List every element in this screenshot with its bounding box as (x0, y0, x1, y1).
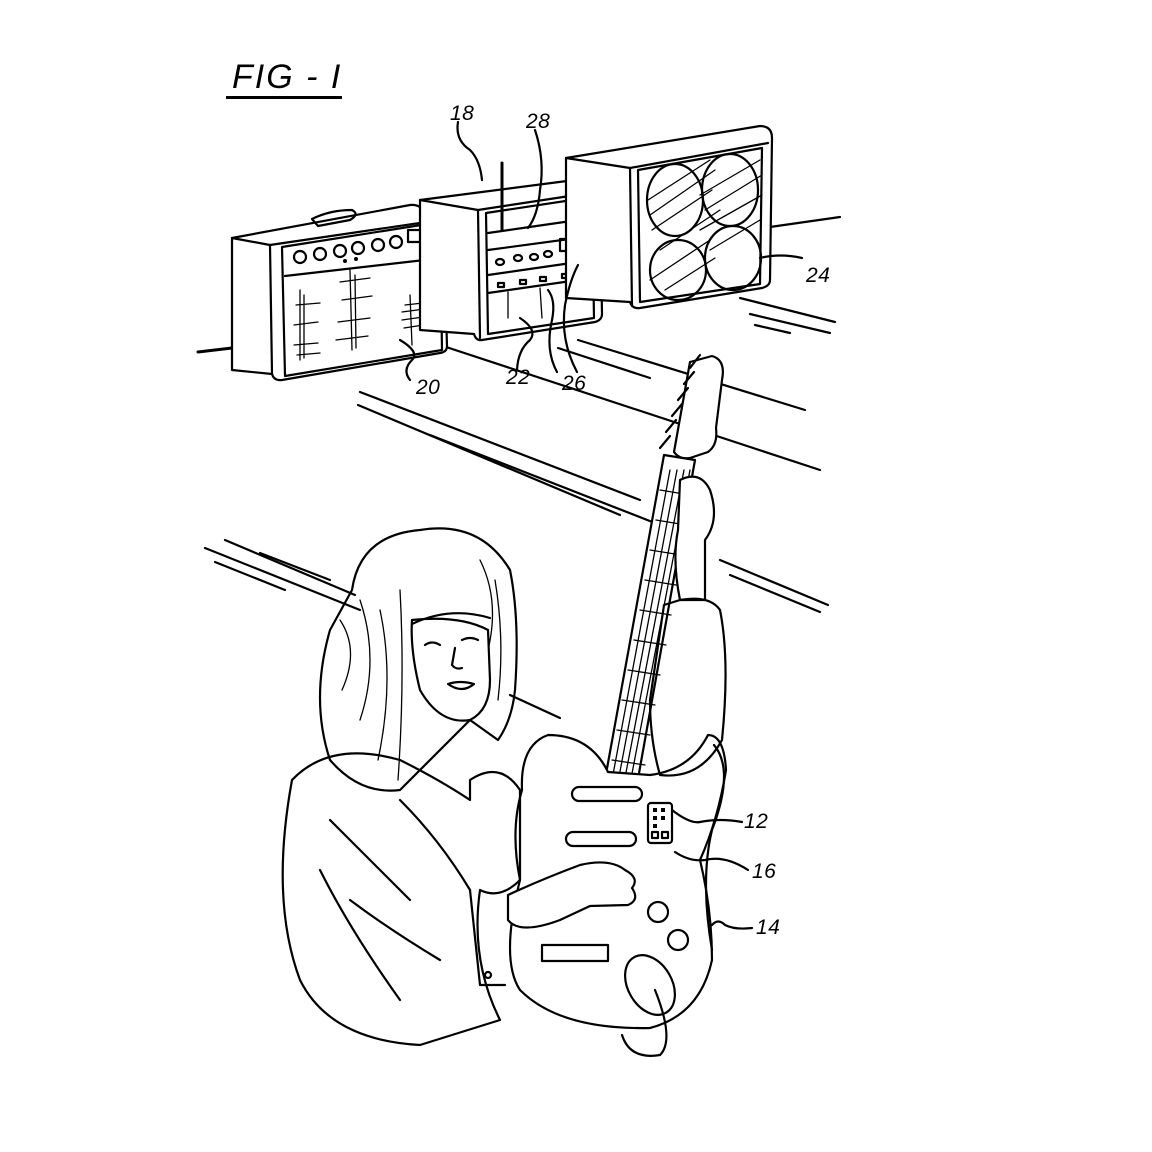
speaker-cabinet (564, 124, 774, 310)
ref-numeral-26: 26 (562, 372, 587, 395)
fretting-hand (674, 475, 716, 602)
tone-knob (666, 928, 690, 952)
shirt (281, 752, 522, 1047)
ref-numeral-20: 20 (416, 376, 441, 399)
leader-lines (398, 120, 804, 930)
combo-amplifier (230, 203, 449, 382)
jack-plate (624, 954, 676, 1016)
electric-guitar (508, 353, 728, 1057)
ref-numeral-12: 12 (744, 810, 769, 833)
bridge-saddle (540, 943, 610, 963)
headband (410, 612, 492, 626)
effects-rack (418, 161, 604, 342)
amp-knobs (292, 228, 428, 265)
guitar-cable (620, 988, 668, 1057)
speaker-cones (645, 152, 763, 302)
remote-control-unit (646, 801, 674, 845)
ref-numeral-16: 16 (752, 860, 777, 883)
figure-title-underline (226, 96, 342, 99)
ref-numeral-28: 28 (526, 110, 551, 133)
face (410, 617, 492, 722)
picking-hand (506, 861, 637, 929)
neck-pickup (570, 785, 644, 803)
rack-knobs (494, 249, 570, 289)
ref-numeral-22: 22 (506, 366, 531, 389)
shirt-cuff (468, 888, 507, 987)
ref-numeral-18: 18 (450, 102, 475, 125)
amp-grille-hatching (293, 269, 433, 361)
ref-numeral-24: 24 (806, 264, 831, 287)
bridge-pickup (564, 830, 638, 848)
volume-knob (646, 900, 670, 924)
stage-floor-lines (196, 215, 842, 720)
figure-title: FIG - I (232, 58, 343, 96)
tuning-pegs (658, 353, 702, 450)
sleeve-arm (648, 597, 727, 777)
ref-numeral-14: 14 (756, 916, 781, 939)
guitarist-figure (281, 475, 727, 1047)
